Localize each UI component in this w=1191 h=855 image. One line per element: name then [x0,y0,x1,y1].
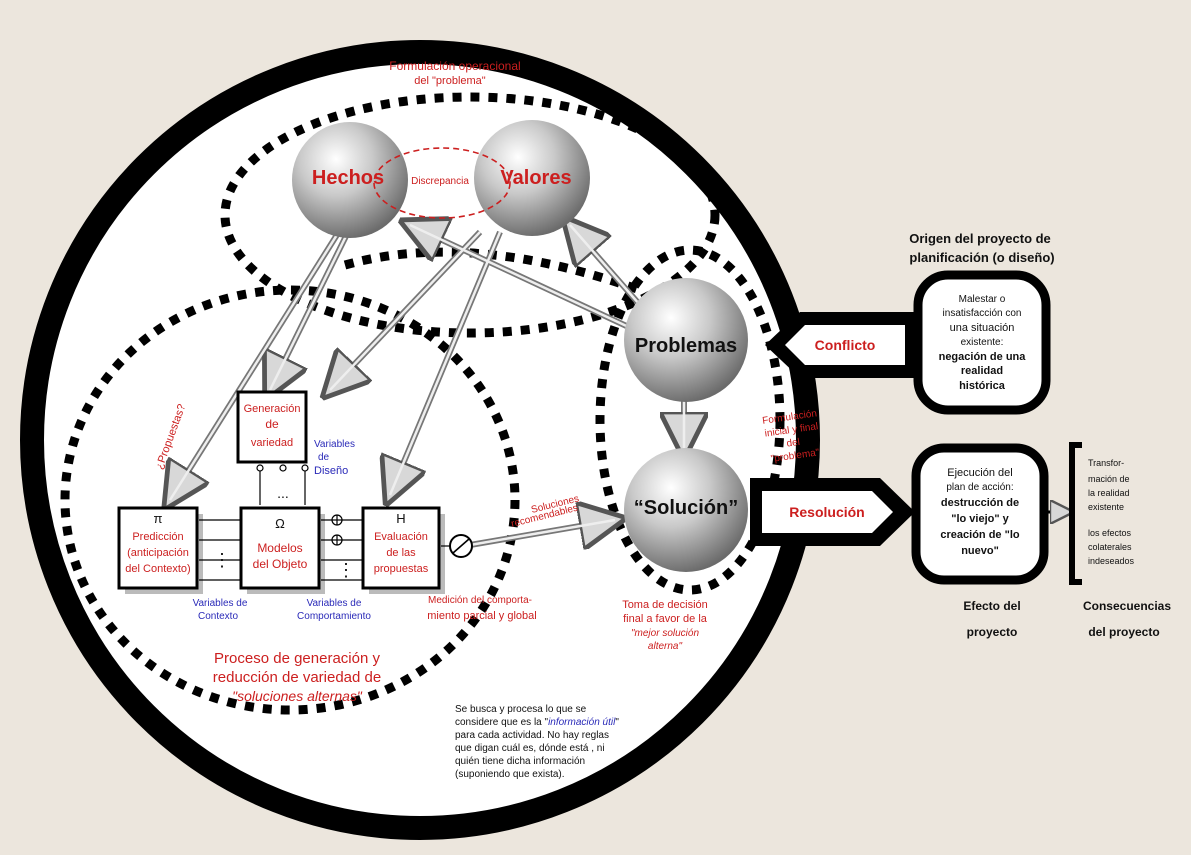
prediccion-l3: del Contexto) [125,563,190,575]
evaluacion-box: Η Evaluación de las propuestas [361,506,445,594]
transf-l7: indeseados [1088,556,1135,566]
top-label-line2: del "problema" [414,75,485,87]
ejecucion-l4: "lo viejo" y [951,513,1009,525]
ejecucion-l5: creación de "lo [940,529,1019,541]
proceso-l3: "soluciones alternas" [232,688,363,704]
svg-text:considere que es la "informaci: considere que es la "información útil" [455,717,619,728]
modelos-symbol: Ω [275,516,285,531]
info-l2b: información útil [548,717,616,728]
transf-l3: la realidad [1088,488,1130,498]
toma-l2: final a favor de la [623,613,708,625]
var-comport-l2: Comportamiento [297,611,371,622]
info-l5: quién tiene dicha información [455,756,585,767]
malestar-l4: existente: [961,337,1004,348]
generacion-l3: variedad [251,437,293,449]
medicion-l2: miento parcial y global [427,610,536,622]
consecuencias-l1: Consecuencias [1083,599,1171,613]
malestar-l6: realidad [961,365,1003,377]
efecto-l2: proyecto [967,625,1018,639]
transformacion-bracket: Transfor- mación de la realidad existent… [1069,442,1135,585]
form-if-l3: del [786,437,801,450]
info-l1: Se busca y procesa lo que se [455,704,587,715]
toma-l1: Toma de decisión [622,599,708,611]
generacion-l2: de [265,417,279,431]
malestar-box: Malestar o insatisfacción con una situac… [913,270,1051,415]
ejecucion-box: Ejecución del plan de acción: destrucció… [911,443,1049,585]
hechos-label: Hechos [312,167,384,189]
toma-l3: "mejor solución [631,628,699,639]
conflicto-arrow: Conflicto [765,312,920,378]
prediccion-box: π Predicción (anticipación del Contexto) [117,506,203,594]
resolucion-label: Resolución [789,504,864,520]
ejecucion-l6: nuevo" [961,545,999,557]
evaluacion-l1: Evaluación [374,531,428,543]
proceso-l2: reducción de variedad de [213,669,381,686]
var-diseno-l2: de [318,452,330,463]
info-l6: (suponiendo que exista). [455,769,565,780]
var-contexto-l1: Variables de [193,598,248,609]
box-dots-right: ⋮ [337,560,355,580]
prediccion-l2: (anticipación [127,547,189,559]
info-l3: para cada actividad. No hay reglas [455,730,609,741]
transf-l6: colaterales [1088,542,1132,552]
solucion-node: “Solución” [624,448,748,572]
ejecucion-l2: plan de acción: [946,482,1013,493]
transf-l4: existente [1088,502,1124,512]
prediccion-l1: Predicción [132,531,183,543]
medicion-l1: Medición del comporta- [428,595,532,606]
proceso-l1: Proceso de generación y [214,650,380,667]
box-dots-left: ⋮ [213,550,231,570]
valores-node: Valores [474,120,590,236]
malestar-l5: negación de una [939,351,1027,363]
modelos-box: Ω Modelos del Objeto [239,506,325,594]
generacion-box: Generación de variedad [236,390,308,464]
info-note: Se busca y procesa lo que se considere q… [455,704,619,780]
problemas-node: Problemas [624,278,748,402]
var-contexto-l2: Contexto [198,611,238,622]
info-l4: que digan cuál es, dónde está , ni [455,743,605,754]
top-label-line1: Formulación operacional [389,59,520,73]
generacion-l1: Generación [244,403,301,415]
formulation-region [220,92,720,338]
solucion-label: “Solución” [634,497,738,519]
consecuencias-l2: del proyecto [1088,625,1159,639]
modelos-l1: Modelos [257,541,302,555]
origen-l1: Origen del proyecto de [909,231,1051,246]
efecto-l1: Efecto del [963,599,1020,613]
info-l2a: considere que es la " [455,717,549,728]
evaluacion-l2: de las [386,547,416,559]
conflicto-label: Conflicto [815,337,876,353]
var-comport-l1: Variables de [307,598,362,609]
valores-label: Valores [500,167,571,189]
var-diseno-l3: Diseño [314,465,348,477]
malestar-l2: insatisfacción con [943,308,1022,319]
discrepancy-loop [373,147,511,219]
prediccion-symbol: π [154,511,163,526]
hechos-node: Hechos [292,122,408,238]
var-diseno-l1: Variables [314,439,355,450]
malestar-l1: Malestar o [959,294,1006,305]
problemas-label: Problemas [635,335,737,357]
toma-l4: alterna" [648,641,683,652]
discrepancia-label: Discrepancia [411,176,469,187]
transf-l2: mación de [1088,474,1130,484]
evaluacion-l3: propuestas [374,563,429,575]
dots-text: ... [277,485,289,501]
malestar-l3: una situación [950,322,1015,334]
transf-l1: Transfor- [1088,458,1124,468]
origen-l2: planificación (o diseño) [909,250,1054,265]
ejecucion-l3: destrucción de [941,497,1019,509]
info-l2c: " [615,717,619,728]
decision-region [595,245,785,595]
generation-region [60,285,520,715]
transf-l5: los efectos [1088,528,1132,538]
evaluacion-symbol: Η [396,511,405,526]
decision-link [343,247,642,295]
outer-circle [20,40,820,840]
modelos-l2: del Objeto [253,557,308,571]
resolucion-arrow: Resolución [750,478,915,546]
ejecucion-l1: Ejecución del [947,467,1012,479]
malestar-l7: histórica [959,380,1006,392]
